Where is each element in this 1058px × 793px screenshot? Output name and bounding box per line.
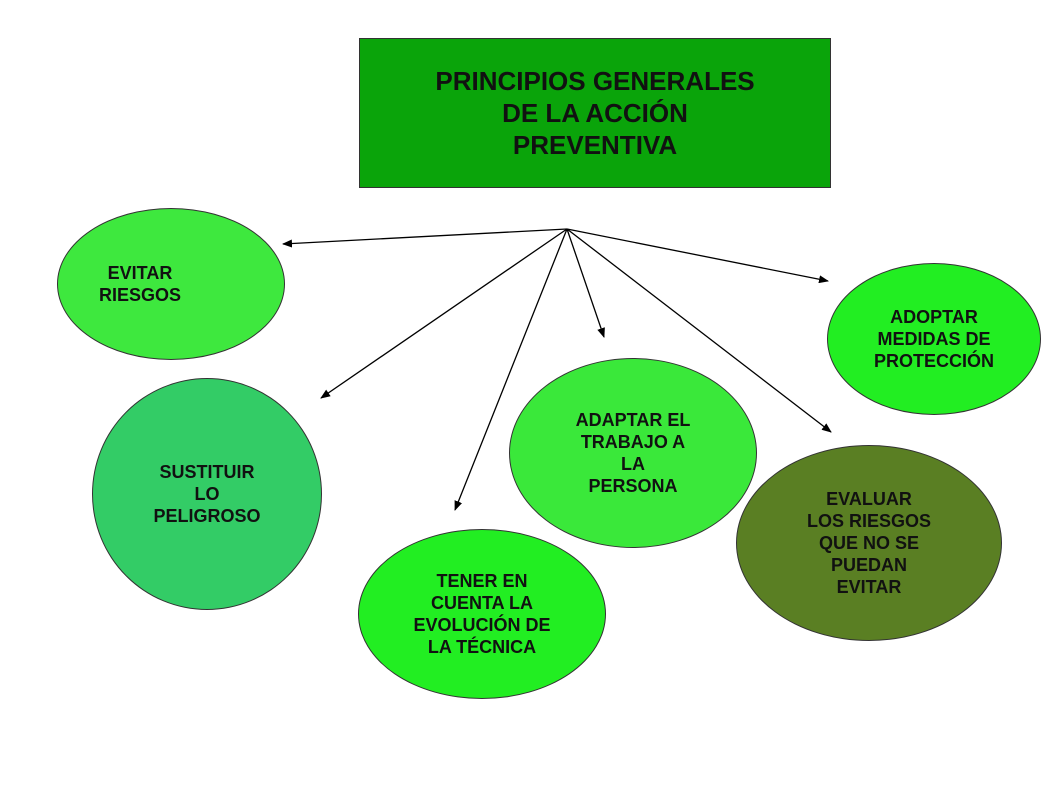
node-label: SUSTITUIR LO PELIGROSO	[153, 462, 261, 526]
arrow-to-sustituir-peligroso	[320, 228, 568, 399]
arrow-to-evaluar-riesgos	[566, 228, 832, 433]
node-tener-en-cuenta: TENER EN CUENTA LA EVOLUCIÓN DE LA TÉCNI…	[358, 529, 606, 699]
node-label: TENER EN CUENTA LA EVOLUCIÓN DE LA TÉCNI…	[413, 571, 551, 657]
arrow-to-evitar-riesgos	[282, 228, 568, 248]
node-adoptar-medidas: ADOPTAR MEDIDAS DE PROTECCIÓN	[827, 263, 1041, 415]
node-label: EVALUAR LOS RIESGOS QUE NO SE PUEDAN EVI…	[806, 489, 932, 597]
node-label: ADAPTAR EL TRABAJO A LA PERSONA	[575, 410, 691, 496]
node-label: ADOPTAR MEDIDAS DE PROTECCIÓN	[873, 307, 994, 371]
diagram-title: PRINCIPIOS GENERALES DE LA ACCIÓN PREVEN…	[435, 66, 755, 160]
title-box: PRINCIPIOS GENERALES DE LA ACCIÓN PREVEN…	[359, 38, 831, 188]
node-evaluar-riesgos: EVALUAR LOS RIESGOS QUE NO SE PUEDAN EVI…	[736, 445, 1002, 641]
node-evitar-riesgos: EVITAR RIESGOS	[57, 208, 285, 360]
arrow-to-adaptar-trabajo	[566, 228, 605, 338]
node-sustituir-peligroso: SUSTITUIR LO PELIGROSO	[92, 378, 322, 610]
node-adaptar-trabajo: ADAPTAR EL TRABAJO A LA PERSONA	[509, 358, 757, 548]
arrow-to-tener-en-cuenta	[454, 228, 568, 511]
arrow-to-adoptar-medidas	[566, 228, 829, 284]
node-label: EVITAR RIESGOS	[98, 263, 182, 305]
